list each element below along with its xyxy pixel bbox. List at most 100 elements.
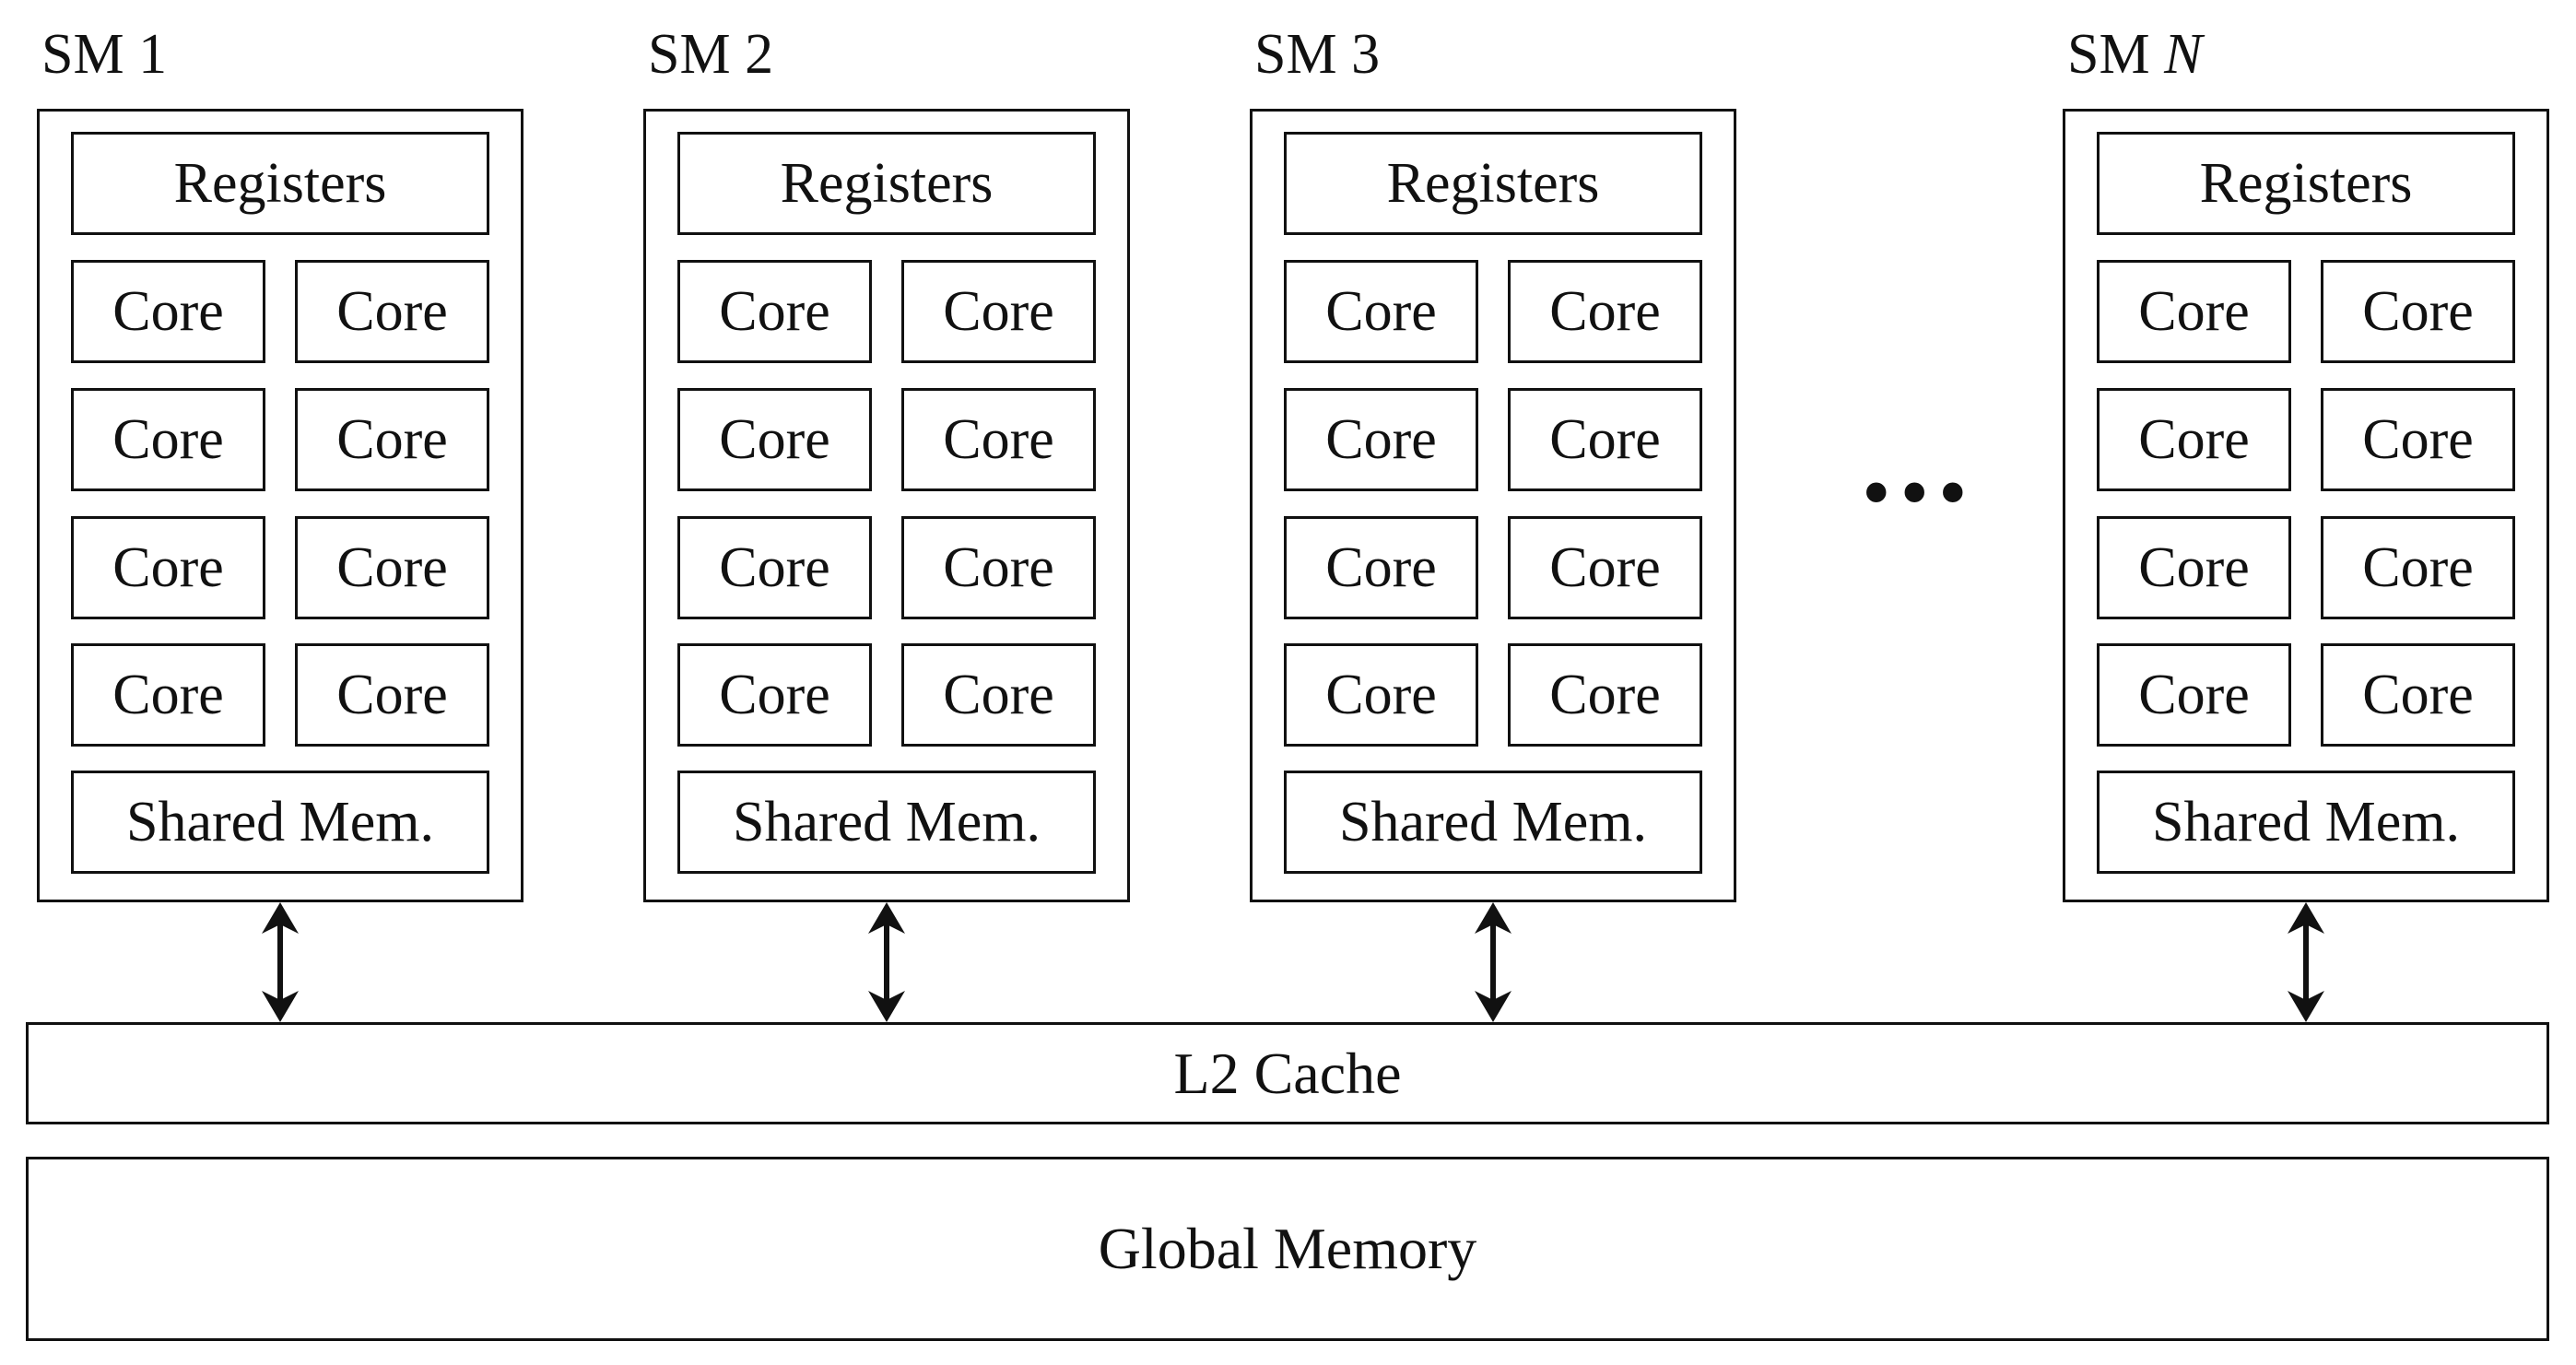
core-box-label: Core (112, 279, 224, 343)
core-box: Core (2321, 643, 2515, 747)
registers-box: Registers (677, 132, 1096, 235)
core-box-label: Core (336, 535, 448, 599)
sm-title: SM N (2067, 26, 2202, 83)
core-box: Core (2097, 388, 2291, 491)
core-box: Core (677, 516, 872, 619)
core-box: Core (1508, 643, 1702, 747)
core-box: Core (1284, 260, 1478, 363)
core-box-label: Core (1549, 663, 1661, 726)
registers-box-label: Registers (173, 151, 387, 215)
core-box-label: Core (719, 279, 830, 343)
bidirectional-arrow (262, 902, 299, 1022)
sm-title-number: 2 (745, 23, 774, 86)
sm-title: SM 1 (41, 26, 167, 83)
core-box-label: Core (112, 663, 224, 726)
core-box-label: Core (1325, 407, 1437, 471)
core-box: Core (677, 260, 872, 363)
l2-cache-label: L2 Cache (1173, 1040, 1402, 1106)
core-box-label: Core (2362, 663, 2474, 726)
shared-memory-box-label: Shared Mem. (125, 790, 435, 853)
sm-title-number: 3 (1351, 23, 1381, 86)
bidirectional-arrow (2288, 902, 2324, 1022)
shared-memory-box-label: Shared Mem. (2151, 790, 2461, 853)
core-box: Core (1284, 516, 1478, 619)
core-box-label: Core (943, 279, 1054, 343)
bidirectional-arrow (1475, 902, 1511, 1022)
global-memory-label: Global Memory (1098, 1216, 1477, 1281)
sm-title-prefix: SM (41, 23, 139, 86)
core-box: Core (1284, 388, 1478, 491)
core-box-label: Core (1549, 535, 1661, 599)
core-box-label: Core (336, 279, 448, 343)
core-box: Core (2321, 388, 2515, 491)
core-box-label: Core (2138, 407, 2250, 471)
core-box: Core (2097, 643, 2291, 747)
core-box-label: Core (719, 535, 830, 599)
core-box: Core (71, 260, 265, 363)
core-box: Core (901, 260, 1096, 363)
core-box-label: Core (2138, 663, 2250, 726)
core-box: Core (71, 516, 265, 619)
core-box-label: Core (943, 407, 1054, 471)
registers-box-label: Registers (780, 151, 994, 215)
core-box: Core (71, 643, 265, 747)
core-box-label: Core (2362, 407, 2474, 471)
shared-memory-box-label: Shared Mem. (732, 790, 1041, 853)
core-box-label: Core (1549, 279, 1661, 343)
core-box-label: Core (2362, 279, 2474, 343)
core-box-label: Core (943, 663, 1054, 726)
core-box-label: Core (336, 407, 448, 471)
core-box: Core (2321, 260, 2515, 363)
core-box: Core (901, 388, 1096, 491)
sm-title-prefix: SM (648, 23, 746, 86)
core-box: Core (71, 388, 265, 491)
core-box: Core (295, 388, 489, 491)
core-box: Core (901, 643, 1096, 747)
sm-title: SM 3 (1254, 26, 1380, 83)
more-sms-ellipsis: ••• (1862, 447, 1977, 538)
registers-box: Registers (1284, 132, 1702, 235)
shared-memory-box-label: Shared Mem. (1338, 790, 1648, 853)
registers-box-label: Registers (1386, 151, 1600, 215)
core-box-label: Core (1325, 663, 1437, 726)
registers-box: Registers (2097, 132, 2515, 235)
core-box: Core (677, 643, 872, 747)
core-box: Core (2321, 516, 2515, 619)
core-box-label: Core (112, 407, 224, 471)
sm-title: SM 2 (648, 26, 773, 83)
l2-cache-box: L2 Cache (26, 1022, 2549, 1124)
core-box: Core (295, 516, 489, 619)
sm-title-number: 1 (138, 23, 168, 86)
shared-memory-box: Shared Mem. (677, 771, 1096, 874)
core-box: Core (1508, 516, 1702, 619)
core-box-label: Core (1325, 279, 1437, 343)
core-box: Core (1508, 260, 1702, 363)
core-box-label: Core (112, 535, 224, 599)
shared-memory-box: Shared Mem. (1284, 771, 1702, 874)
core-box: Core (2097, 516, 2291, 619)
core-box: Core (1284, 643, 1478, 747)
sm-title-prefix: SM (1254, 23, 1352, 86)
registers-box: Registers (71, 132, 489, 235)
registers-box-label: Registers (2199, 151, 2413, 215)
core-box: Core (677, 388, 872, 491)
core-box: Core (2097, 260, 2291, 363)
bidirectional-arrow (868, 902, 905, 1022)
core-box: Core (295, 643, 489, 747)
core-box-label: Core (1549, 407, 1661, 471)
core-box-label: Core (943, 535, 1054, 599)
shared-memory-box: Shared Mem. (71, 771, 489, 874)
core-box-label: Core (2138, 279, 2250, 343)
core-box: Core (295, 260, 489, 363)
core-box-label: Core (2138, 535, 2250, 599)
core-box-label: Core (719, 407, 830, 471)
core-box: Core (901, 516, 1096, 619)
core-box: Core (1508, 388, 1702, 491)
core-box-label: Core (719, 663, 830, 726)
shared-memory-box: Shared Mem. (2097, 771, 2515, 874)
global-memory-box: Global Memory (26, 1157, 2549, 1341)
